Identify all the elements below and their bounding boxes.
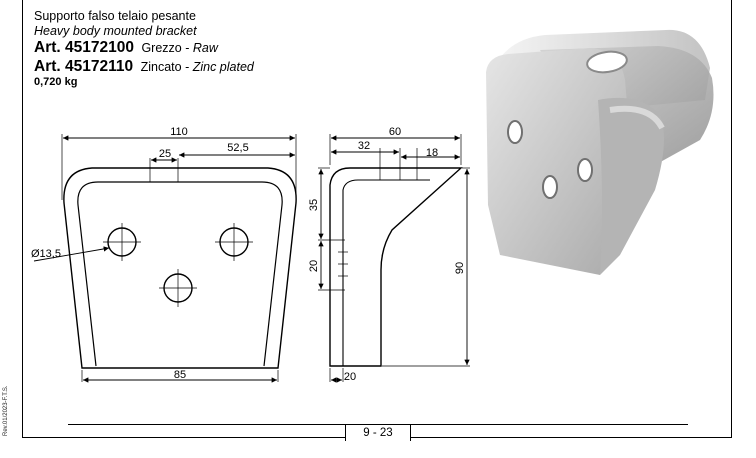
render-hole <box>577 158 593 182</box>
title-english: Heavy body mounted bracket <box>34 24 197 38</box>
dim-width-bottom: 85 <box>174 369 186 381</box>
render-slot <box>586 50 628 74</box>
title-italian: Supporto falso telaio pesante <box>34 9 196 23</box>
dim-35: 35 <box>308 199 320 211</box>
dim-20-vertical: 20 <box>308 260 320 272</box>
revision-note: Rev.01/2023-F.T.S. <box>3 385 9 436</box>
side-profile-inner <box>342 179 430 366</box>
product-header: Supporto falso telaio pesante Heavy body… <box>34 9 254 89</box>
article-code: Art. 45172100 <box>34 39 134 56</box>
page-number: 9 - 23 <box>345 424 411 441</box>
dim-width-top: 110 <box>170 126 188 138</box>
article-raw: Art. 45172100 Grezzo - Raw <box>34 39 218 56</box>
render-hole <box>542 175 558 199</box>
article-zinc: Art. 45172110 Zincato - Zinc plated <box>34 57 254 75</box>
side-profile-outer <box>329 167 463 367</box>
dim-18: 18 <box>426 147 438 159</box>
dim-height: 90 <box>454 262 466 274</box>
front-view <box>33 134 297 383</box>
dim-depth: 60 <box>389 126 401 138</box>
article-code: Art. 45172110 <box>34 57 134 75</box>
side-view <box>318 134 470 383</box>
bracket-outline-outer <box>63 167 297 369</box>
bracket-3d-render <box>486 29 714 275</box>
dim-20-horizontal: 20 <box>344 371 356 383</box>
dim-32: 32 <box>358 140 370 152</box>
dim-hole-diameter: Ø13,5 <box>31 248 61 260</box>
dim-half: 52,5 <box>227 142 248 154</box>
weight: 0,720 kg <box>34 76 78 89</box>
dim-hole-offset: 25 <box>159 148 171 160</box>
bracket-outline-inner <box>77 181 283 367</box>
render-hole <box>507 120 523 144</box>
